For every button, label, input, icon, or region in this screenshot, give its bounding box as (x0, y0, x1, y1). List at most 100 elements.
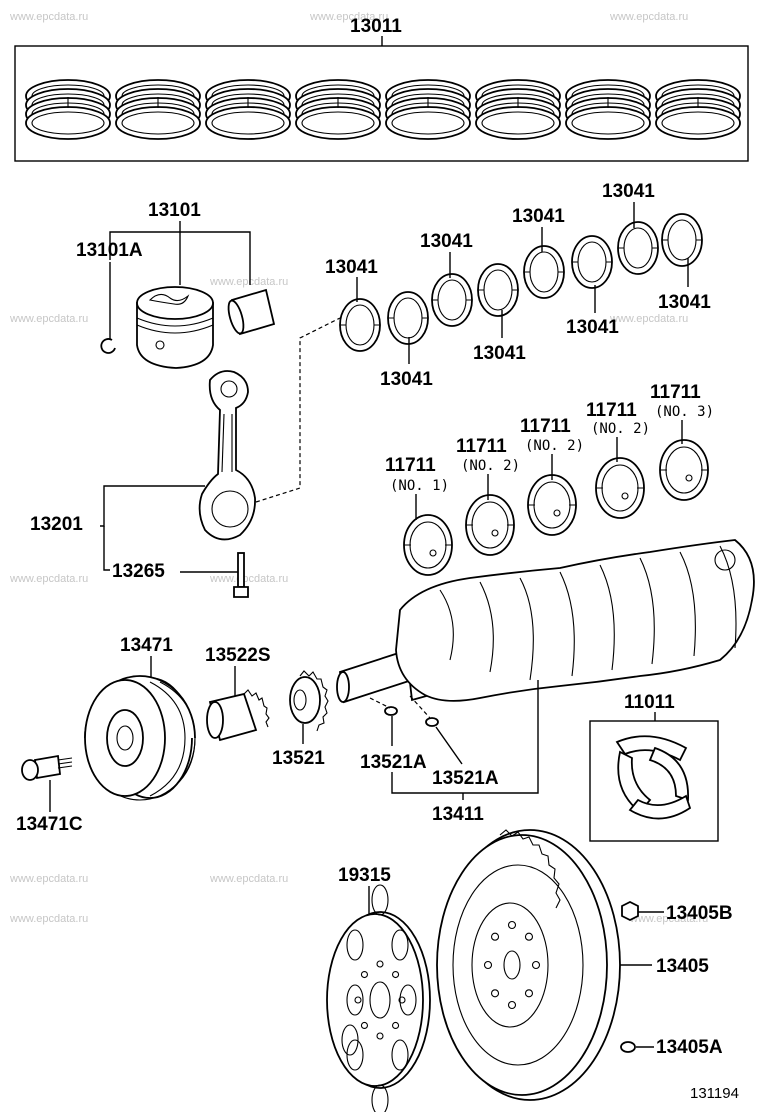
label-11711: 11711 (586, 400, 637, 421)
flywheel (436, 829, 621, 1101)
watermark: www.epcdata.ru (9, 313, 88, 325)
leader-line (103, 526, 110, 571)
piston-ring (385, 79, 471, 140)
rod-bearing (387, 291, 429, 345)
label-13471: 13471 (120, 635, 173, 656)
watermark: www.epcdata.ru (209, 276, 288, 288)
watermark: www.epcdata.ru (629, 913, 708, 925)
drive-plate-hole (371, 884, 389, 916)
drive-plate-bolt-hole (354, 996, 362, 1004)
piston (136, 286, 214, 369)
main-bearing (659, 439, 709, 501)
watermark: www.epcdata.ru (209, 573, 288, 585)
piston-ring-group (25, 79, 741, 140)
drive-plate-bolt-hole (376, 960, 384, 968)
label-13411: 13411 (432, 804, 484, 825)
label-13405A: 13405A (656, 1037, 723, 1058)
dashed-link (255, 317, 341, 503)
label-11011: 11011 (624, 692, 675, 713)
leader-line (100, 485, 205, 527)
main-bearing-group (403, 439, 709, 576)
label-13521A: 13521A (360, 752, 427, 773)
drive-plate (326, 884, 431, 1112)
drive-plate-bolt-hole (392, 1021, 400, 1030)
drive-plate-hole (391, 1039, 409, 1071)
watermark: www.epcdata.ru (609, 313, 688, 325)
drive-plate-hole (399, 984, 417, 1016)
rod-bearing (477, 263, 519, 317)
drive-plate-bolt-hole (360, 970, 368, 979)
watermark: www.epcdata.ru (9, 873, 88, 885)
label-13041: 13041 (602, 181, 655, 202)
label-13101A: 13101A (76, 240, 143, 261)
drive-plate-hole (341, 1024, 359, 1056)
flywheel-bolt-hole (524, 932, 534, 941)
label-13201: 13201 (30, 514, 83, 535)
flywheel-bolt-hole (531, 960, 541, 970)
flywheel-bolt-hole (524, 989, 534, 998)
label-19315: 19315 (338, 865, 391, 886)
rod-bearing (617, 221, 659, 275)
drive-plate-bolt-hole (392, 970, 400, 979)
label-11711: 11711 (650, 382, 701, 403)
piston-pin (227, 288, 276, 336)
rod-bearing-group (339, 213, 703, 352)
flywheel-holes (483, 920, 541, 1010)
flywheel-pin (620, 1041, 636, 1053)
leader-line (109, 221, 181, 260)
flywheel-bolt (621, 900, 639, 922)
piston-ring (205, 79, 291, 140)
dashed-link (369, 697, 391, 709)
drive-plate-hole (391, 929, 409, 961)
label-no1: (NO. 1) (390, 478, 449, 494)
piston-ring-set-frame (14, 45, 749, 162)
crankshaft (336, 539, 755, 704)
label-13521A: 13521A (432, 768, 499, 789)
leader-line (435, 726, 463, 765)
label-11711: 11711 (385, 455, 436, 476)
watermark: www.epcdata.ru (9, 913, 88, 925)
piston-ring (295, 79, 381, 140)
rod-bearing (661, 213, 703, 267)
label-13471C: 13471C (16, 814, 83, 835)
label-13101: 13101 (148, 200, 201, 221)
figure-number: 131194 (690, 1085, 739, 1102)
label-11711: 11711 (456, 436, 507, 457)
label-no2: (NO. 2) (461, 458, 520, 474)
drive-plate-bolt-hole (360, 1021, 368, 1030)
label-13041: 13041 (380, 369, 433, 390)
piston-ring (475, 79, 561, 140)
leader-line (180, 231, 251, 285)
watermark: www.epcdata.ru (309, 11, 388, 23)
piston-ring (25, 79, 111, 140)
drive-plate-hole (346, 1039, 364, 1071)
label-13405: 13405 (656, 956, 709, 977)
label-13041: 13041 (325, 257, 378, 278)
label-13041: 13041 (420, 231, 473, 252)
main-bearing (403, 514, 453, 576)
label-13522S: 13522S (205, 645, 271, 666)
main-bearing (465, 494, 515, 556)
flywheel-bolt-hole (507, 1000, 517, 1010)
label-13405B: 13405B (666, 903, 733, 924)
watermark: www.epcdata.ru (9, 11, 88, 23)
dashed-link (409, 695, 431, 719)
snap-ring (100, 338, 116, 354)
label-13041: 13041 (512, 206, 565, 227)
watermark: www.epcdata.ru (9, 573, 88, 585)
thrust-washer (615, 735, 692, 820)
rod-bearing (571, 235, 613, 289)
pulley-bolt (21, 754, 73, 781)
thrust-washer-frame (589, 720, 719, 842)
watermark: www.epcdata.ru (209, 873, 288, 885)
leader-line (391, 680, 539, 794)
piston-ring (115, 79, 201, 140)
drive-plate-hub (369, 981, 391, 1019)
label-13521: 13521 (272, 748, 325, 769)
drive-plate-hole (371, 1084, 389, 1112)
label-13041: 13041 (566, 317, 619, 338)
flywheel-bolt-hole (507, 920, 517, 930)
label-13011: 13011 (350, 16, 402, 37)
drive-plate-bolt-hole (398, 996, 406, 1004)
